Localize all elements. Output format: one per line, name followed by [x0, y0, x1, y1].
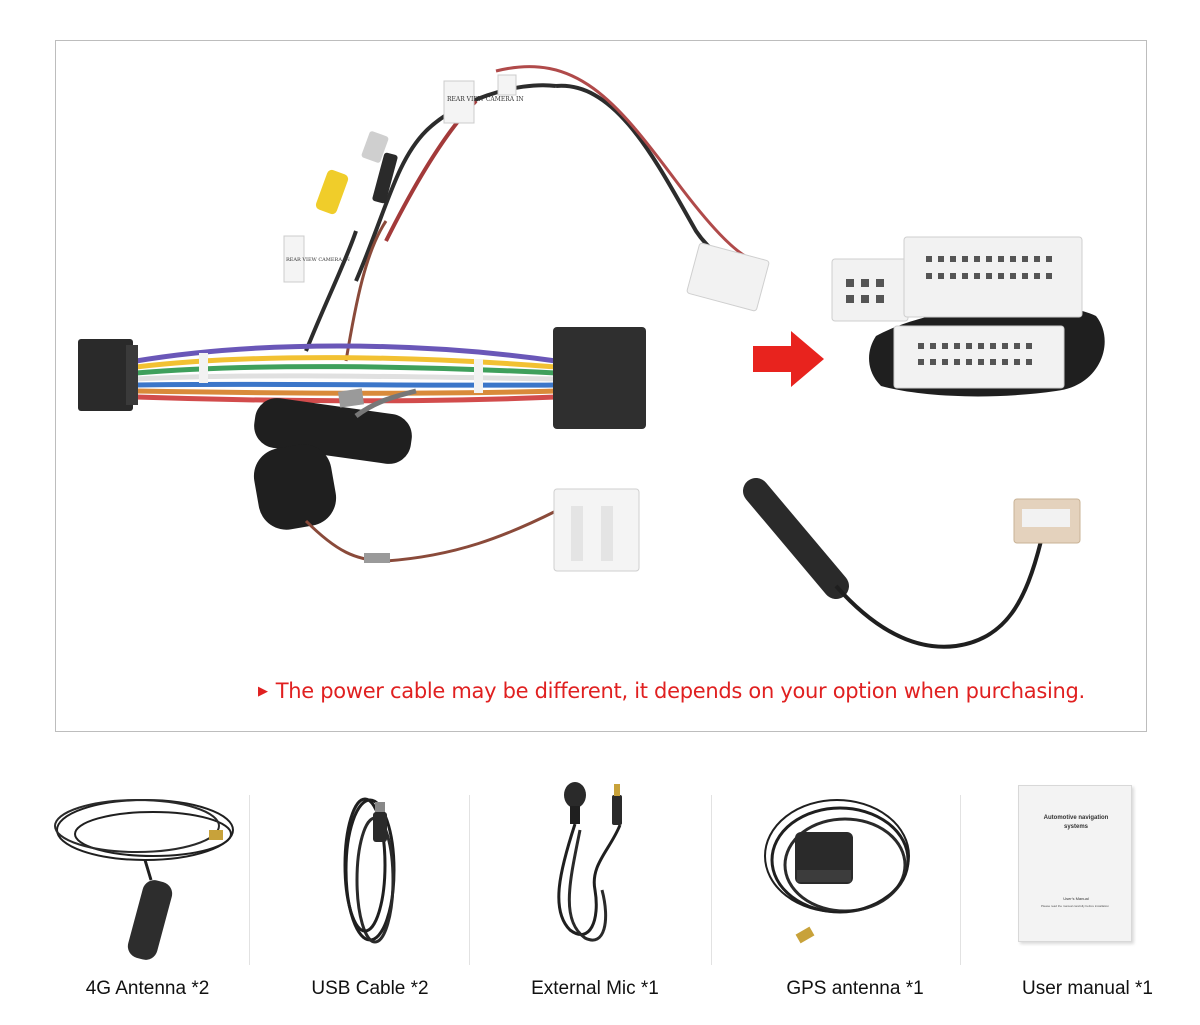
divider	[960, 795, 961, 965]
accessory-user-manual: Automotive navigation systems User's Man…	[1000, 770, 1175, 1000]
harness-panel: REAR VIEW CAMERA IN REAR VIEW CAMERA IN	[55, 40, 1147, 732]
camera-tag-text-2: REAR VIEW CAMERA IN	[286, 257, 350, 263]
accessory-label: User manual *1	[1022, 978, 1153, 999]
antenna-icon	[54, 799, 234, 960]
usb-cable-icon	[343, 797, 396, 944]
right-arrow-icon	[753, 331, 824, 387]
accessory-label: USB Cable *2	[311, 978, 429, 999]
manual-icon: Automotive navigation systems User's Man…	[1018, 785, 1132, 942]
accessory-label: GPS antenna *1	[786, 978, 924, 999]
manual-note: Please read the manual carefully before …	[1040, 904, 1110, 908]
bullet-triangle-icon: ▶	[258, 684, 268, 699]
manual-subtitle: User's Manual	[1063, 896, 1089, 901]
manual-title: Automotive navigation systems	[1043, 815, 1109, 830]
accessory-gps-antenna: GPS antenna *1	[755, 770, 955, 1000]
accessory-label: 4G Antenna *2	[85, 978, 210, 999]
accessory-label: External Mic *1	[531, 978, 659, 999]
divider	[249, 795, 250, 965]
divider	[711, 795, 712, 965]
power-harness-illustration: REAR VIEW CAMERA IN REAR VIEW CAMERA IN	[78, 65, 1105, 649]
notice-text: The power cable may be different, it dep…	[275, 679, 1086, 703]
power-cable-notice: ▶ The power cable may be different, it de…	[258, 679, 1085, 703]
gps-antenna-icon	[764, 799, 910, 944]
divider	[469, 795, 470, 965]
camera-tag-text: REAR VIEW CAMERA IN	[447, 96, 524, 103]
microphone-icon	[557, 782, 622, 942]
accessory-external-mic: External Mic *1	[500, 770, 690, 1000]
accessory-4g-antenna: 4G Antenna *2	[45, 770, 250, 1000]
accessory-usb-cable: USB Cable *2	[275, 770, 465, 1000]
